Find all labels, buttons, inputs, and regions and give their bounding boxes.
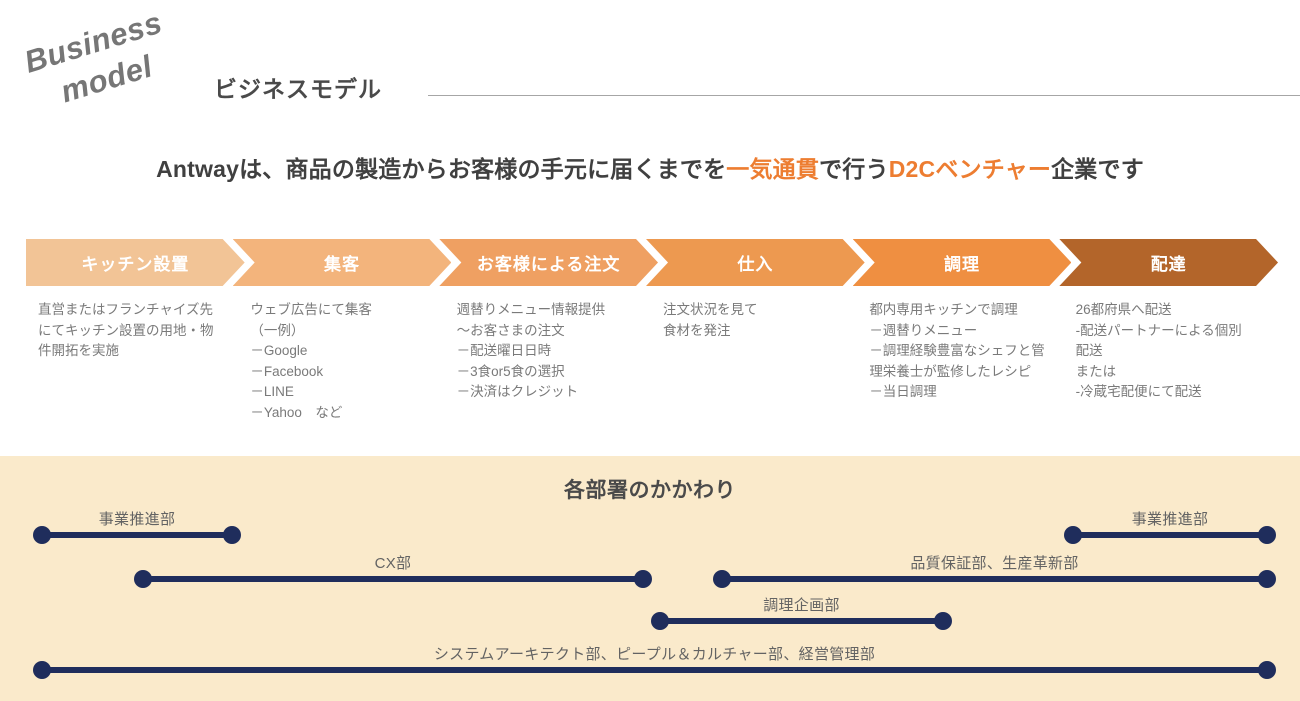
department-bar-label: システムアーキテクト部、ピープル＆カルチャー部、経営管理部	[433, 646, 876, 663]
department-bar	[1064, 526, 1276, 544]
flow-step-label: 集客	[324, 255, 360, 274]
headline-highlight-1: 一気通貫	[726, 156, 820, 182]
flow-step-label: 仕入	[737, 255, 774, 274]
headline-part-2: で行う	[819, 156, 889, 182]
flow-step-4: 仕入	[646, 239, 865, 286]
bar-endpoint-dot-right	[223, 526, 241, 544]
headline-highlight-2: D2Cベンチャー	[888, 156, 1052, 182]
flow-step-1: キッチン設置	[26, 239, 245, 286]
bar-endpoint-dot-right	[1258, 526, 1276, 544]
department-bar-label: 品質保証部、生産革新部	[910, 555, 1079, 572]
department-bar	[651, 612, 952, 630]
title-divider	[428, 95, 1300, 96]
process-flow-chevron-band: キッチン設置 集客 お客様による注文 仕入 調理 配達	[26, 239, 1278, 286]
flow-description-3: 週替りメニュー情報提供 ～お客さまの注文 －配送曜日日時 －3食or5食の選択 …	[456, 302, 606, 400]
flow-description-6: 26都府県へ配送 -配送パートナーによる個別 配送 または -冷蔵宅配便にて配送	[1075, 302, 1242, 400]
department-bar	[33, 526, 241, 544]
bar-endpoint-dot-right	[634, 570, 652, 588]
flow-step-5: 調理	[853, 239, 1072, 286]
headline-part-3: 企業です	[1051, 156, 1144, 182]
flow-step-label: 配達	[1150, 255, 1187, 274]
bar-endpoint-dot-left	[33, 526, 51, 544]
flow-step-2: 集客	[233, 239, 452, 286]
department-bar	[33, 661, 1276, 679]
bar-endpoint-dot-left	[33, 661, 51, 679]
department-bar	[134, 570, 652, 588]
bar-endpoint-dot-left	[134, 570, 152, 588]
department-bar-label: 事業推進部	[1131, 511, 1209, 528]
flow-description-5: 都内専用キッチンで調理 －週替りメニュー －調理経験豊富なシェフと管 理栄養士が…	[869, 302, 1045, 400]
bar-endpoint-dot-right	[1258, 570, 1276, 588]
bar-endpoint-dot-left	[713, 570, 731, 588]
process-description-row: 直営またはフランチャイズ先 にてキッチン設置の用地・物 件開拓を実施ウェブ広告に…	[26, 300, 1282, 430]
flow-step-6: 配達	[1059, 239, 1278, 286]
flow-description-1: 直営またはフランチャイズ先 にてキッチン設置の用地・物 件開拓を実施	[38, 302, 214, 359]
relations-panel-title: 各部署のかかわり	[564, 479, 736, 502]
bar-endpoint-dot-left	[1064, 526, 1082, 544]
department-bar	[713, 570, 1276, 588]
bar-endpoint-dot-right	[1258, 661, 1276, 679]
department-bar-label: 事業推進部	[98, 511, 176, 528]
department-bar-label: CX部	[374, 555, 412, 572]
deco-title-line1: Business	[20, 4, 167, 80]
flow-step-label: お客様による注文	[476, 255, 621, 274]
flow-description-2: ウェブ広告にて集客 （一例） －Google －Facebook －LINE －…	[250, 302, 372, 420]
bar-endpoint-dot-right	[934, 612, 952, 630]
headline: Antwayは、商品の製造からお客様の手元に届くまでを一気通貫で行うD2Cベンチ…	[0, 150, 1300, 184]
page-title: ビジネスモデル	[214, 76, 382, 102]
department-bar-label: 調理企画部	[763, 597, 840, 614]
flow-step-3: お客様による注文	[439, 239, 658, 286]
flow-step-label: キッチン設置	[81, 255, 190, 274]
headline-part-1: Antwayは、商品の製造からお客様の手元に届くまでを	[156, 156, 727, 182]
flow-description-4: 注文状況を見て 食材を発注	[662, 302, 758, 338]
flow-step-label: 調理	[944, 255, 981, 274]
bar-endpoint-dot-left	[651, 612, 669, 630]
